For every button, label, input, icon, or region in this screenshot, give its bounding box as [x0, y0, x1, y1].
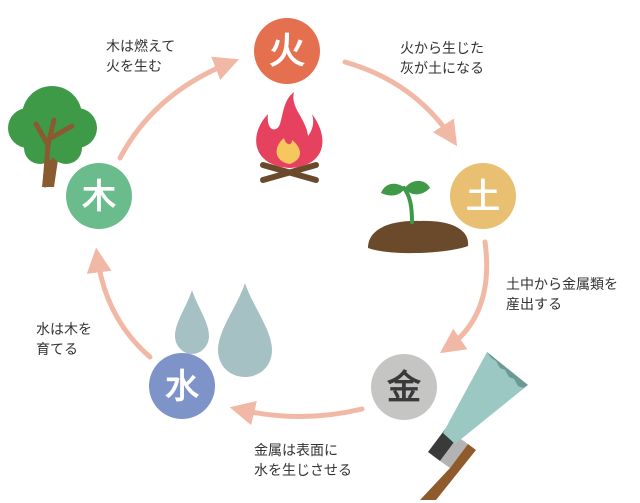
element-fire-label: 火 [269, 31, 305, 72]
note-water-wood-line1: 水は木を [36, 322, 92, 338]
element-wood: 木 [66, 163, 132, 229]
arrow-metal-to-water [229, 400, 365, 426]
note-earth-metal: 土中から金属類を 産出する [506, 275, 618, 315]
note-wood-fire-line2: 火を生む [106, 59, 162, 75]
element-earth-disc [450, 163, 516, 229]
cycle-arrows [86, 56, 490, 426]
campfire-icon [256, 92, 323, 183]
sprout-in-soil-icon [368, 180, 469, 254]
note-fire-earth-line1: 火から生じた [400, 41, 484, 57]
element-water: 水 [149, 353, 215, 419]
note-earth-metal-line2: 産出する [506, 297, 562, 313]
note-metal-water-line2: 水を生じさせる [254, 463, 352, 479]
note-metal-water-line1: 金属は表面に [254, 443, 338, 459]
element-earth: 土 [450, 163, 516, 229]
arrow-wood-to-fire [117, 56, 239, 161]
element-wood-label: 木 [81, 177, 116, 217]
note-wood-fire-line1: 木は燃えて [106, 39, 176, 55]
note-water-wood: 水は木を 育てる [36, 320, 92, 360]
arrow-fire-to-earth [342, 59, 458, 147]
note-fire-earth-line2: 灰が土になる [400, 61, 484, 77]
tree-icon [8, 86, 97, 188]
element-metal-disc [371, 354, 437, 420]
element-wood-disc [66, 163, 132, 229]
element-fire: 火 [254, 18, 320, 84]
note-metal-water: 金属は表面に 水を生じさせる [254, 441, 352, 481]
element-metal-label: 金 [386, 368, 422, 408]
element-fire-disc [254, 18, 320, 84]
note-earth-metal-line1: 土中から金属類を [506, 277, 618, 293]
note-wood-fire: 木は燃えて 火を生む [106, 37, 175, 77]
arrow-water-to-wood [86, 247, 153, 360]
note-fire-earth: 火から生じた 灰が土になる [400, 39, 484, 79]
saw-icon [420, 352, 528, 500]
water-drops-icon [175, 283, 272, 377]
element-metal: 金 [371, 354, 437, 420]
element-water-label: 水 [165, 367, 200, 407]
arrow-earth-to-metal [439, 239, 490, 354]
element-water-disc [149, 353, 215, 419]
note-water-wood-line2: 育てる [36, 342, 78, 358]
element-earth-label: 土 [466, 177, 500, 217]
